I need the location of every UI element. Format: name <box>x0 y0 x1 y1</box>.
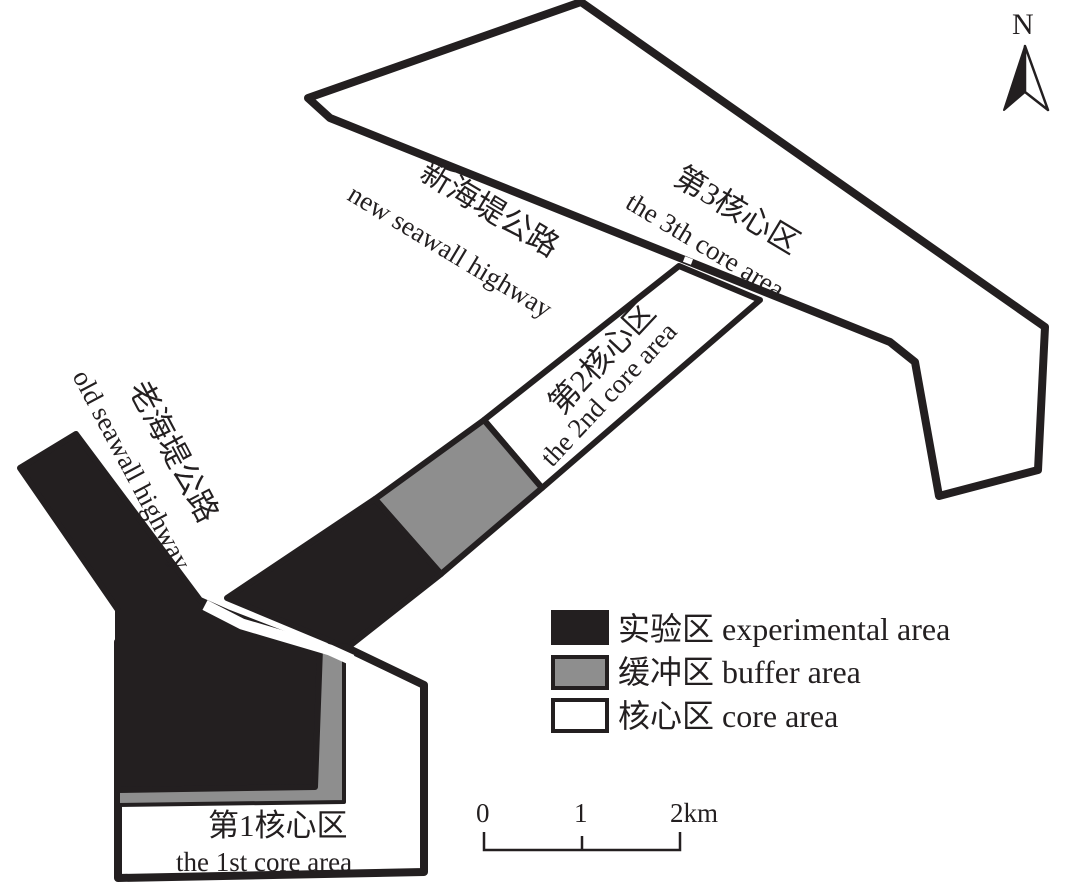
zone-2-experimental-area <box>224 496 444 651</box>
scale-tick-2km: 2km <box>670 798 718 828</box>
scale-bar: 0 1 2km <box>476 798 718 852</box>
north-arrow-right-half <box>1023 44 1050 112</box>
legend-swatch-buffer <box>551 655 609 690</box>
legend-label-core: 核心区 core area <box>618 698 838 734</box>
north-label: N <box>1012 8 1034 41</box>
legend: 实验区 experimental area 缓冲区 buffer area 核心… <box>551 610 950 734</box>
north-arrow-icon: N <box>1003 8 1050 112</box>
legend-swatch-core <box>551 698 609 733</box>
scale-tick-1: 1 <box>574 798 588 828</box>
old-seawall-highway-road <box>202 600 355 666</box>
legend-swatch-experimental <box>551 610 609 645</box>
new-seawall-highway-segment <box>682 256 694 265</box>
north-arrow-left-half <box>1003 45 1026 111</box>
zone-3-core-area <box>304 0 1049 500</box>
core1-en-label: the 1st core area <box>176 847 352 877</box>
core1-cn-label: 第1核心区 <box>208 808 348 843</box>
legend-label-experimental: 实验区 experimental area <box>618 611 950 647</box>
legend-label-buffer: 缓冲区 buffer area <box>618 654 861 690</box>
scale-tick-0: 0 <box>476 798 490 828</box>
